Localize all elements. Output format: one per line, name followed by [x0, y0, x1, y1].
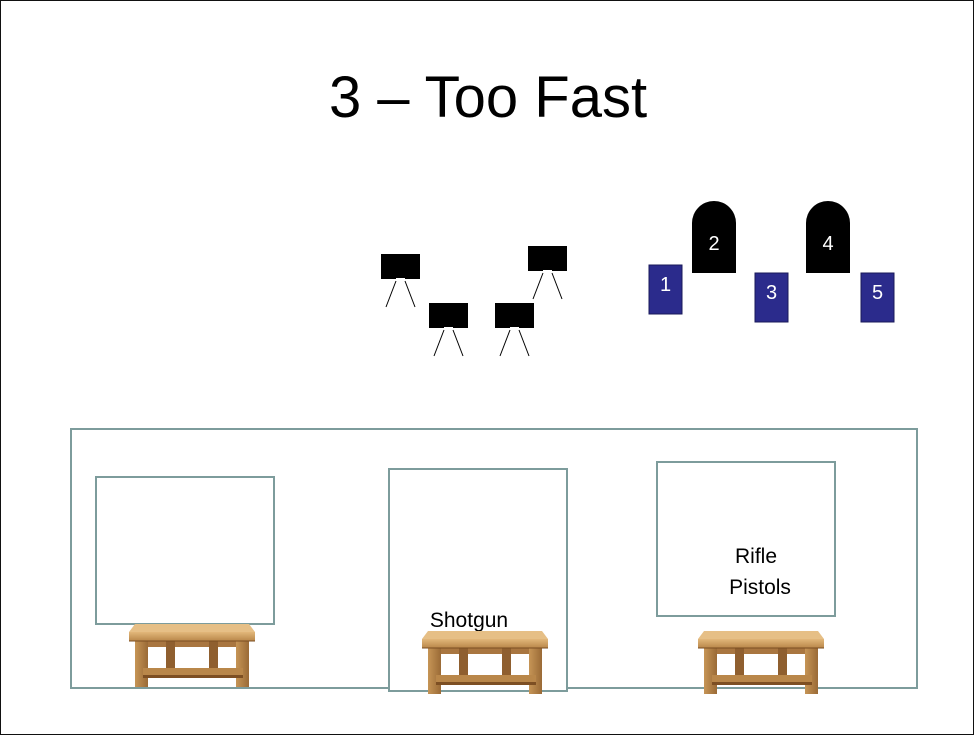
- paper-target-label: 1: [660, 274, 671, 296]
- center-table: [422, 631, 548, 694]
- paper-target-label: 2: [708, 233, 719, 255]
- center-bay-label: Shotgun: [430, 609, 508, 632]
- paper-targets: 1 2 3 4 5: [648, 201, 895, 323]
- paper-target-5: 5: [860, 272, 895, 323]
- steel-target-c: [495, 303, 534, 357]
- left-bay: [95, 476, 275, 625]
- paper-target-3: 3: [754, 272, 789, 323]
- steel-target-a: [381, 254, 420, 308]
- paper-target-label: 3: [766, 282, 777, 304]
- left-table: [129, 624, 255, 687]
- paper-target-4: 4: [806, 201, 850, 273]
- paper-target-2: 2: [692, 201, 736, 273]
- steel-target-d: [528, 246, 567, 300]
- right-bay-label-2: Pistols: [729, 576, 791, 599]
- right-bay-label-1: Rifle: [735, 545, 777, 568]
- paper-target-label: 4: [822, 233, 833, 255]
- right-table: [698, 631, 824, 694]
- paper-target-1: 1: [648, 264, 683, 315]
- steel-targets: [381, 246, 567, 357]
- slide-title: 3 – Too Fast: [328, 65, 648, 130]
- right-bay: [656, 461, 836, 617]
- paper-target-label: 5: [872, 282, 883, 304]
- tables: [129, 624, 824, 694]
- steel-target-b: [429, 303, 468, 357]
